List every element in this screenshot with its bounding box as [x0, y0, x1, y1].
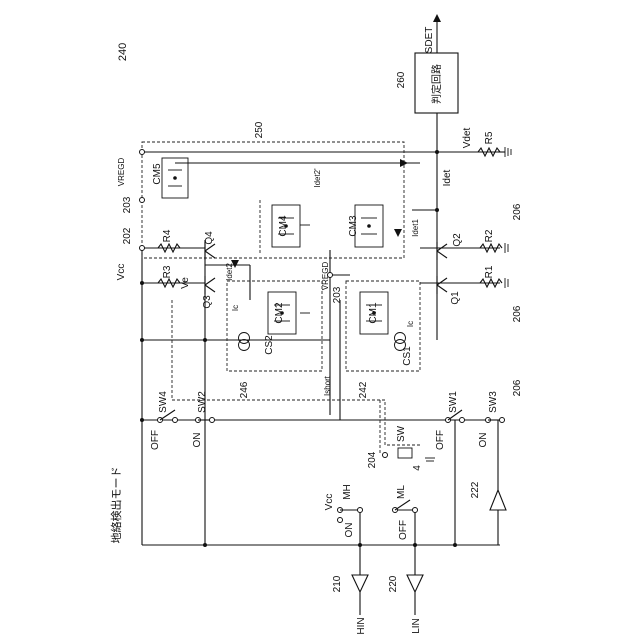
ref-206-b: 206 — [512, 305, 523, 322]
cm4-label: CM4 — [278, 215, 289, 237]
ref-202: 202 — [122, 227, 133, 244]
ml-off-label: OFF — [398, 520, 409, 540]
r5-label: R5 — [484, 131, 495, 144]
buffer-220 — [407, 575, 423, 615]
idet-label: Idet — [442, 169, 453, 186]
transistor-q1 — [437, 276, 447, 294]
current-mirror-cm5 — [162, 158, 188, 198]
cs2-label: CS2 — [264, 335, 275, 355]
cm5-label: CM5 — [152, 163, 163, 185]
judge-circuit-ref: 260 — [396, 71, 407, 88]
q1-label: Q1 — [450, 291, 461, 305]
lin-label: LIN — [411, 618, 422, 634]
idet1-label: Idet1 — [411, 219, 420, 237]
cs1-label: CS1 — [402, 346, 413, 366]
switch-block-ref: 204 — [367, 451, 378, 468]
ref-206-c: 206 — [512, 379, 523, 396]
box-242-label: 242 — [358, 381, 369, 398]
sw4-label: SW4 — [158, 391, 169, 413]
cm1-label: CM1 — [368, 302, 379, 324]
idet2-label: Idet2 — [225, 263, 234, 281]
current-mirror-cm3 — [355, 205, 383, 247]
sdet-label: SDET — [424, 27, 435, 54]
figure-number: 240 — [117, 43, 129, 61]
vcc-main-label: Vcc — [116, 264, 127, 281]
terminals — [140, 150, 343, 523]
switch-mh — [338, 508, 363, 513]
buffer-222-label: 222 — [470, 481, 481, 498]
r3-label: R3 — [162, 265, 173, 278]
idet2p-label: Idet2' — [313, 168, 322, 188]
mh-label: MH — [342, 484, 353, 500]
q2-label: Q2 — [452, 233, 463, 247]
box-246-label: 246 — [239, 381, 250, 398]
switch-block-index: 4 — [412, 465, 423, 471]
switch-ml — [393, 500, 418, 513]
q4-label: Q4 — [204, 231, 215, 245]
sw2-label: SW2 — [197, 391, 208, 413]
mode-title: 地絡検出モード — [109, 467, 123, 544]
r4-label: R4 — [162, 229, 173, 242]
buffer-222 — [490, 468, 506, 510]
ic-right-label: Ic — [406, 321, 415, 327]
ic-left-label: Ic — [231, 305, 240, 311]
judge-circuit-text: 判定回路 — [430, 64, 443, 104]
box-246 — [227, 281, 322, 371]
ml-label: ML — [396, 485, 407, 499]
sw4-off-label: OFF — [150, 430, 161, 450]
box-250 — [142, 142, 404, 258]
switch-block-204 — [383, 448, 413, 458]
sw1-label: SW1 — [448, 391, 459, 413]
ishort-label: Ishort — [323, 375, 332, 396]
buffer-220-label: 220 — [388, 575, 399, 592]
sw3-label: SW3 — [488, 391, 499, 413]
cm3-label: CM3 — [348, 215, 359, 237]
sw2-on-label: ON — [192, 433, 203, 448]
transistor-q3 — [205, 276, 215, 294]
transistor-q2 — [437, 242, 447, 260]
buffer-210 — [352, 575, 368, 615]
r2-label: R2 — [484, 229, 495, 242]
sw3-on-label: ON — [478, 433, 489, 448]
ref-206-a: 206 — [512, 203, 523, 220]
hin-label: HIN — [356, 617, 367, 634]
sw1-off-label: OFF — [435, 430, 446, 450]
box-250-label: 250 — [254, 121, 265, 138]
cm2-label: CM2 — [274, 302, 285, 324]
q3-label: Q3 — [202, 295, 213, 309]
ve-label: Ve — [180, 277, 191, 289]
r1-label: R1 — [484, 265, 495, 278]
vcc-mh-label: Vcc — [324, 494, 335, 511]
buffer-210-label: 210 — [332, 575, 343, 592]
dashed-blocks — [142, 142, 420, 455]
ref-203-a: 203 — [122, 196, 133, 213]
switch-block-label: SW — [396, 425, 407, 442]
current-source-cs2 — [239, 333, 250, 351]
switch-sw3 — [486, 418, 505, 423]
vdet-label: Vdet — [462, 127, 473, 148]
ref-203-b: 203 — [332, 286, 343, 303]
mh-on-label: ON — [344, 523, 355, 538]
vregd-top-label: VREGD — [117, 158, 126, 187]
vregd-mid-label: VREGD — [321, 262, 330, 291]
labels: 240 地絡検出モード SDET 260 判定回路 250 246 242 Vd… — [109, 27, 523, 635]
